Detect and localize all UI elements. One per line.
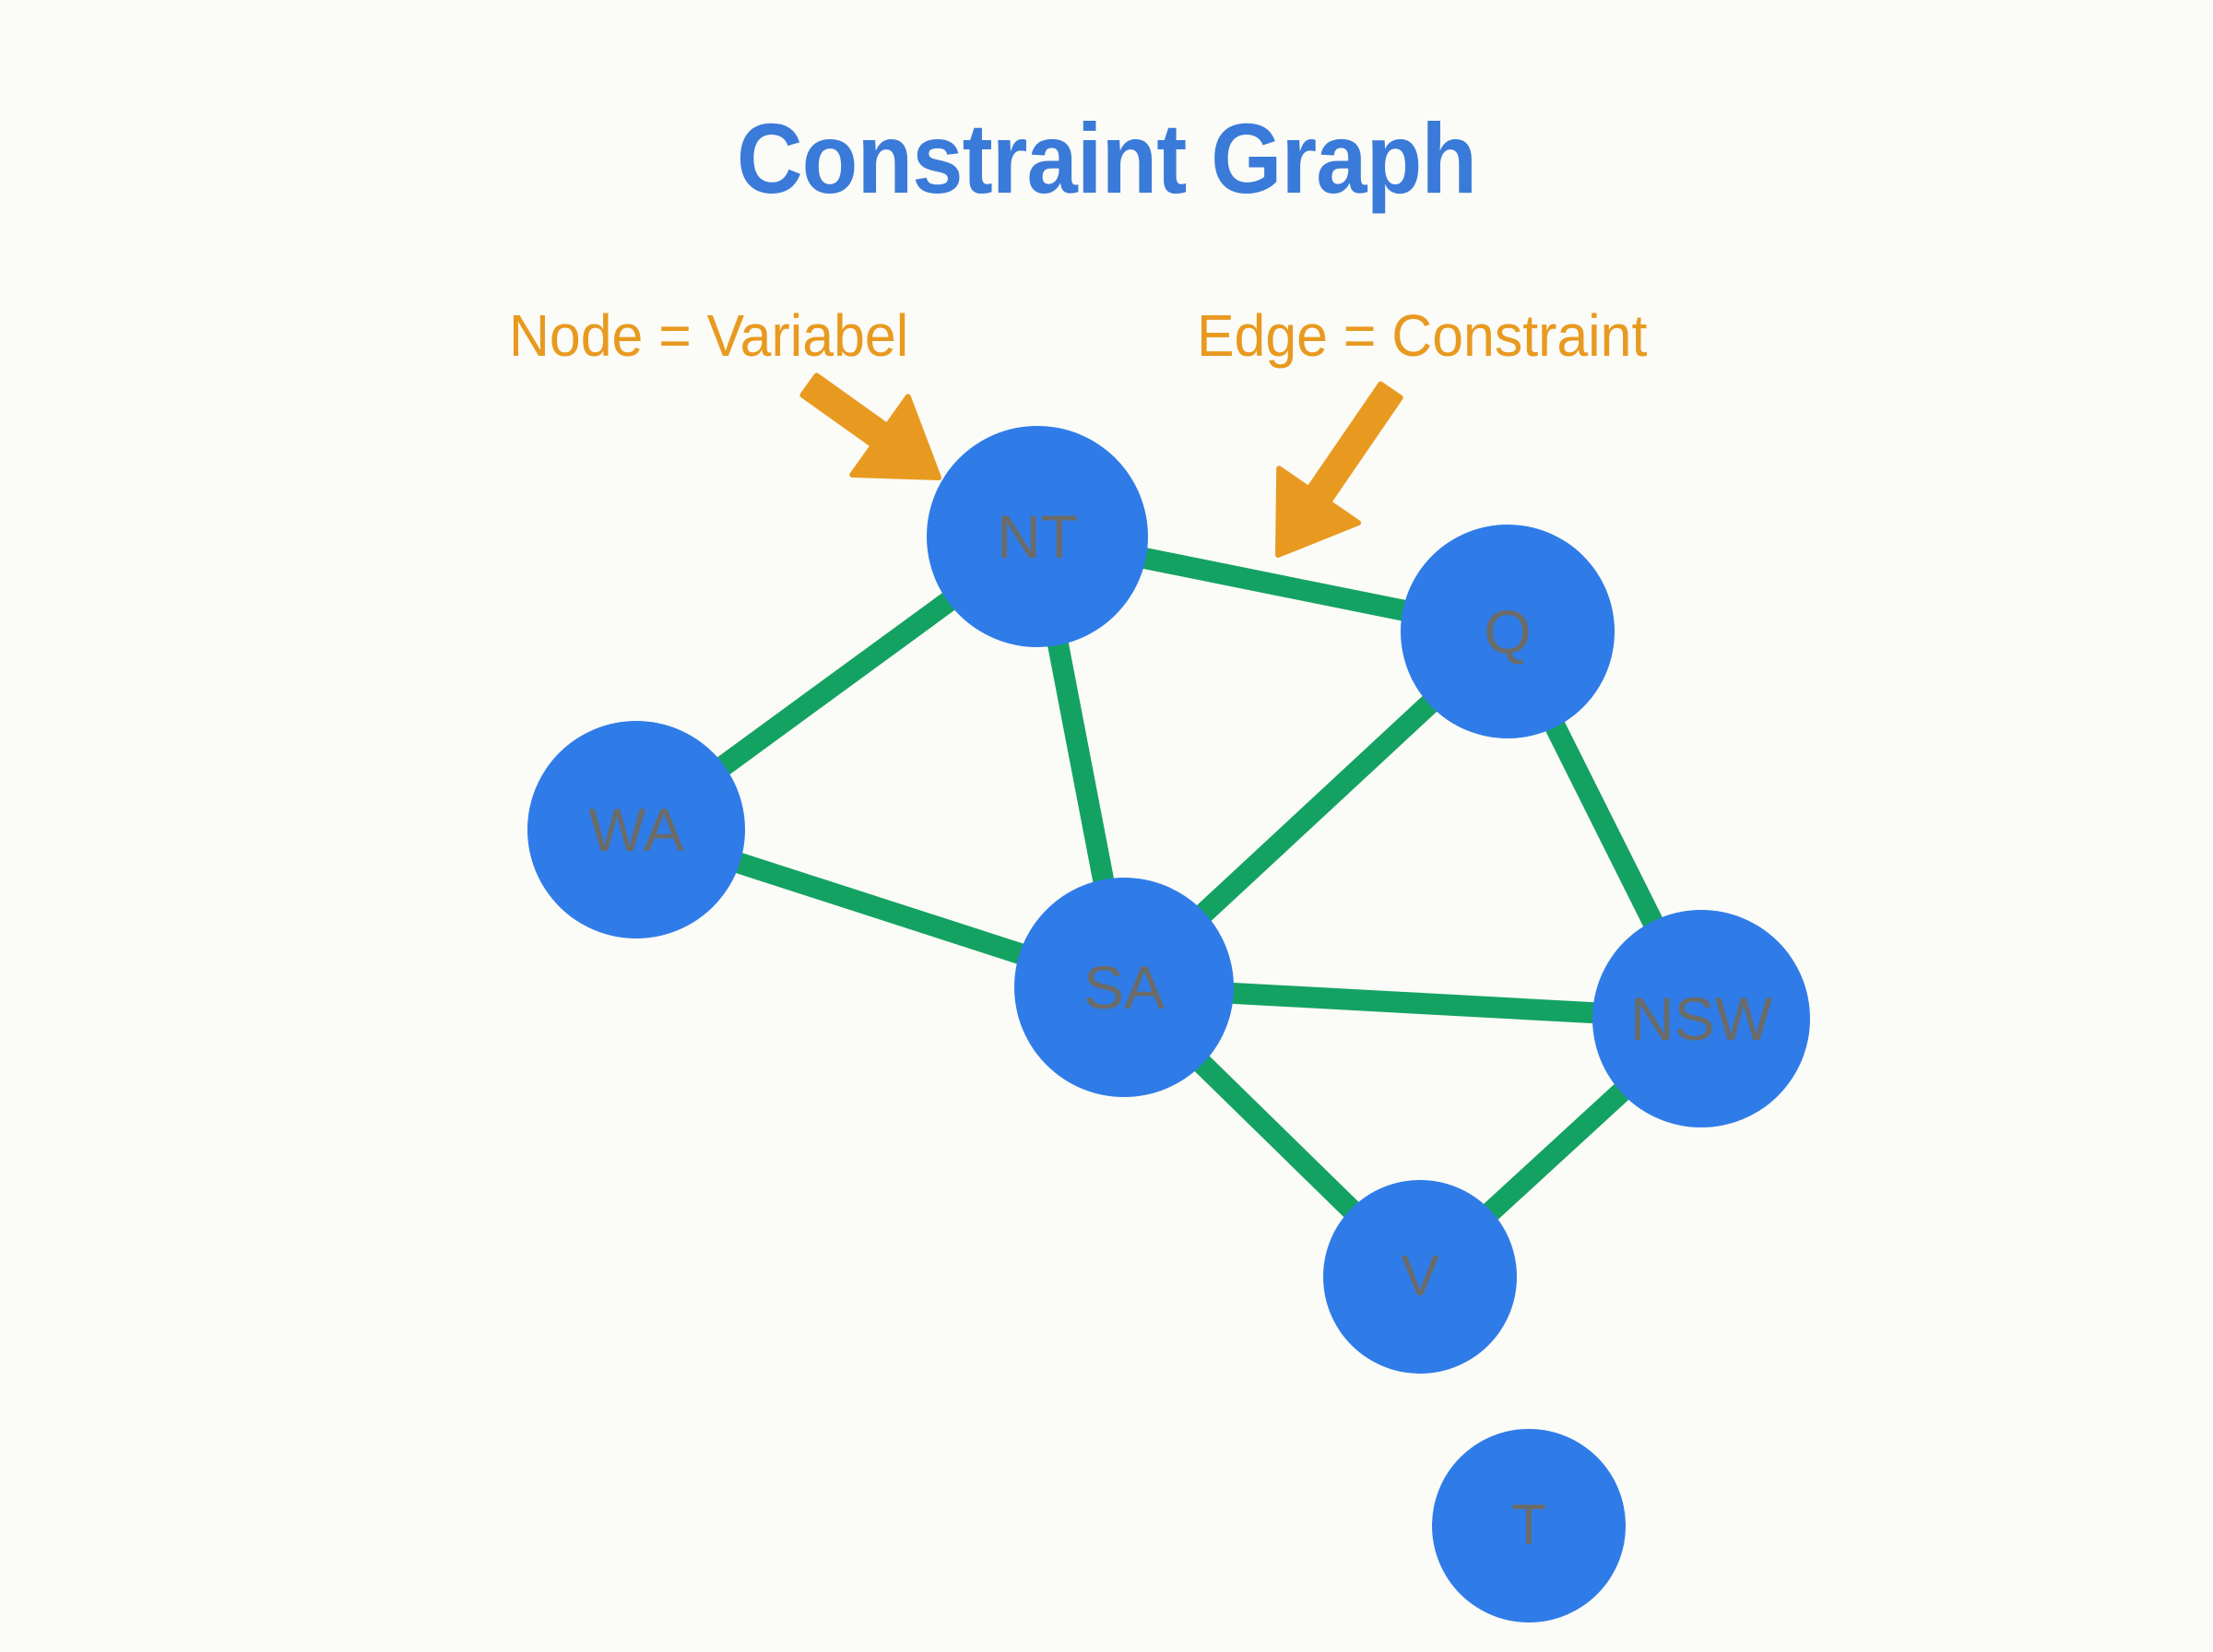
page-title: Constraint Graph	[736, 102, 1477, 214]
graph-node-SA[interactable]	[1014, 878, 1234, 1097]
graph-node-NSW[interactable]	[1592, 910, 1810, 1127]
graph-node-WA[interactable]	[527, 721, 745, 938]
annotation-arrow-icon-node-annotation	[799, 372, 941, 480]
graph-node-Q[interactable]	[1401, 525, 1615, 738]
annotation-arrow-icon-edge-annotation	[1275, 381, 1403, 558]
annotation-edge-label: Edge = Constraint	[1197, 302, 1648, 369]
graph-node-V[interactable]	[1323, 1180, 1517, 1374]
graph-node-T[interactable]	[1432, 1429, 1626, 1622]
annotation-node-label: Node = Variabel	[509, 302, 909, 369]
graph-node-NT[interactable]	[927, 426, 1148, 647]
nodes-layer	[527, 426, 1810, 1622]
annotation-arrows-layer	[799, 372, 1403, 558]
